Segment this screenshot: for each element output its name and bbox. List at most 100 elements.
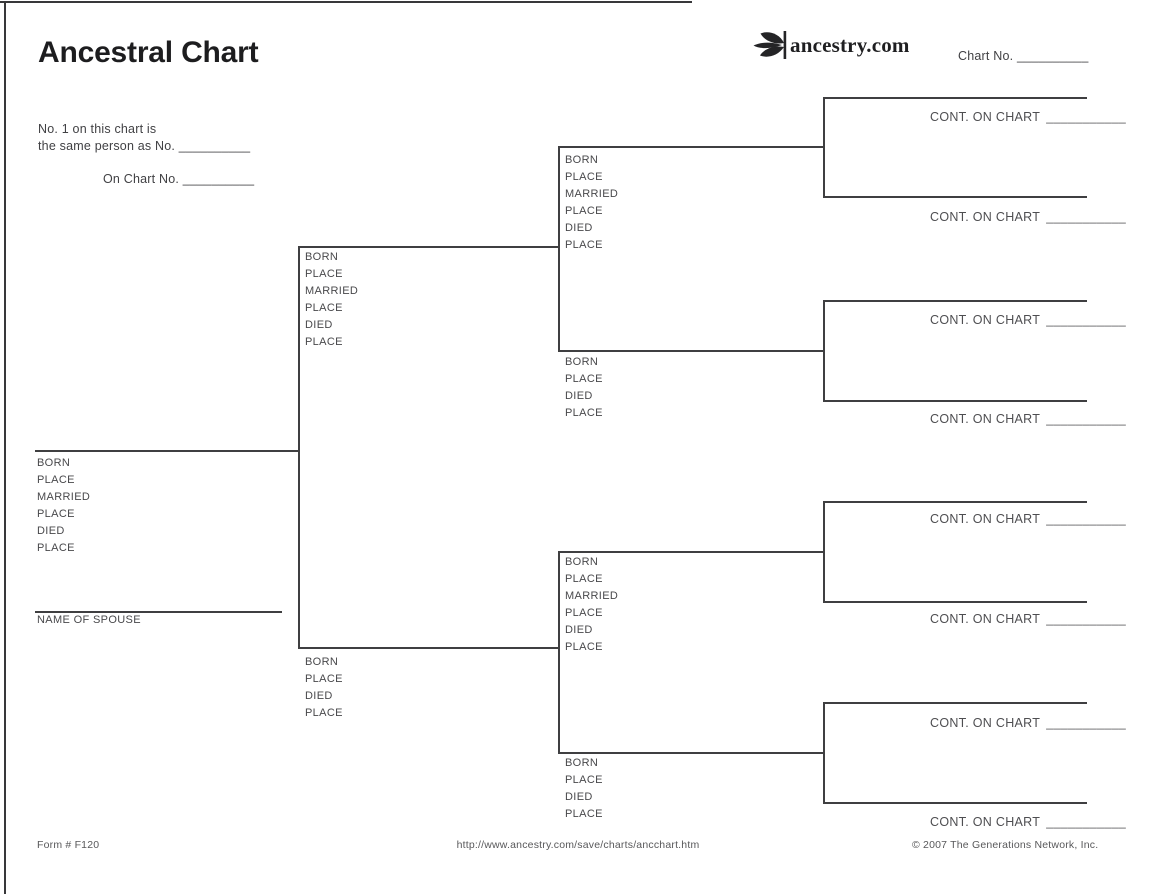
cont-on-chart-label: CONT. ON CHART	[930, 210, 1041, 224]
field-label: PLACE	[565, 808, 603, 820]
field-label: BORN	[305, 251, 339, 263]
cont-on-chart-entry-3: CONT. ON CHART ___________	[930, 313, 1126, 327]
maternal-bracket-line	[558, 551, 560, 753]
field-label: BORN	[305, 656, 339, 668]
maternal-grandmother-fields: BORN PLACE DIED PLACE	[565, 755, 603, 823]
form-number: Form # F120	[37, 839, 100, 851]
field-label: PLACE	[565, 373, 603, 385]
paternal-grandfather-name-line	[558, 146, 824, 148]
cont-on-chart-blank: ___________	[1046, 110, 1127, 124]
paternal-grandmother-name-line	[558, 350, 824, 352]
field-label: PLACE	[305, 707, 343, 719]
page-left-edge	[4, 2, 6, 894]
maternal-grandfather-name-line	[558, 551, 824, 553]
gen4-bracket-line-3	[823, 501, 825, 602]
page-top-edge	[0, 1, 692, 3]
cont-name-line-4	[823, 400, 1087, 402]
paternal-grandfather-fields: BORN PLACE MARRIED PLACE DIED PLACE	[565, 152, 618, 254]
on-chart-no-field: On Chart No. __________	[103, 172, 255, 186]
cont-on-chart-label: CONT. ON CHART	[930, 612, 1041, 626]
paternal-grandmother-fields: BORN PLACE DIED PLACE	[565, 354, 603, 422]
maternal-grandmother-name-line	[558, 752, 824, 754]
field-label: PLACE	[565, 407, 603, 419]
cont-on-chart-entry-5: CONT. ON CHART ___________	[930, 512, 1126, 526]
father-name-line	[298, 246, 559, 248]
person1-fields: BORN PLACE MARRIED PLACE DIED PLACE	[37, 455, 90, 557]
field-label: DIED	[565, 624, 593, 636]
field-label: MARRIED	[565, 188, 619, 200]
field-label: DIED	[37, 525, 65, 537]
cont-on-chart-blank: ___________	[1046, 815, 1127, 829]
copyright-notice: © 2007 The Generations Network, Inc.	[912, 839, 1099, 851]
spouse-name-line	[35, 611, 282, 613]
cont-on-chart-entry-4: CONT. ON CHART ___________	[930, 412, 1126, 426]
field-label: MARRIED	[305, 285, 359, 297]
cont-name-line-2	[823, 196, 1087, 198]
reference-note-line1: No. 1 on this chart is	[38, 122, 157, 136]
cont-on-chart-label: CONT. ON CHART	[930, 313, 1041, 327]
field-label: PLACE	[565, 239, 603, 251]
cont-on-chart-label: CONT. ON CHART	[930, 110, 1041, 124]
field-label: BORN	[565, 556, 599, 568]
mother-name-line	[298, 647, 559, 649]
cont-name-line-8	[823, 802, 1087, 804]
cont-on-chart-label: CONT. ON CHART	[930, 412, 1041, 426]
field-label: PLACE	[37, 542, 75, 554]
leaf-sprig-icon	[752, 30, 789, 60]
field-label: PLACE	[565, 774, 603, 786]
cont-on-chart-entry-6: CONT. ON CHART ___________	[930, 612, 1126, 626]
cont-name-line-5	[823, 501, 1087, 503]
logo-wordmark: ancestry.com	[790, 32, 910, 57]
cont-on-chart-entry-2: CONT. ON CHART ___________	[930, 210, 1126, 224]
gen4-bracket-line-4	[823, 702, 825, 803]
field-label: DIED	[305, 690, 333, 702]
cont-on-chart-blank: ___________	[1046, 210, 1127, 224]
field-label: PLACE	[565, 641, 603, 653]
cont-on-chart-entry-1: CONT. ON CHART ___________	[930, 110, 1126, 124]
field-label: DIED	[305, 319, 333, 331]
field-label: MARRIED	[37, 491, 91, 503]
cont-on-chart-blank: ___________	[1046, 612, 1127, 626]
cont-on-chart-entry-8: CONT. ON CHART ___________	[930, 815, 1126, 829]
person1-name-line	[35, 450, 299, 452]
field-label: PLACE	[305, 673, 343, 685]
field-label: PLACE	[565, 573, 603, 585]
cont-on-chart-label: CONT. ON CHART	[930, 815, 1041, 829]
cont-name-line-3	[823, 300, 1087, 302]
field-label: PLACE	[565, 205, 603, 217]
field-label: PLACE	[305, 336, 343, 348]
field-label: DIED	[565, 390, 593, 402]
ancestry-logo: ancestry.com	[752, 30, 910, 60]
cont-on-chart-blank: ___________	[1046, 716, 1127, 730]
footer-url: http://www.ancestry.com/save/charts/ancc…	[456, 839, 700, 851]
field-label: BORN	[565, 154, 599, 166]
chart-no-field: Chart No. __________	[958, 49, 1089, 63]
cont-on-chart-entry-7: CONT. ON CHART ___________	[930, 716, 1126, 730]
field-label: BORN	[37, 457, 71, 469]
cont-name-line-1	[823, 97, 1087, 99]
field-label: PLACE	[305, 302, 343, 314]
cont-on-chart-blank: ___________	[1046, 512, 1127, 526]
cont-name-line-7	[823, 702, 1087, 704]
field-label: DIED	[565, 222, 593, 234]
cont-on-chart-label: CONT. ON CHART	[930, 512, 1041, 526]
mother-fields: BORN PLACE DIED PLACE	[305, 654, 343, 722]
field-label: BORN	[565, 757, 599, 769]
field-label: BORN	[565, 356, 599, 368]
father-fields: BORN PLACE MARRIED PLACE DIED PLACE	[305, 249, 358, 351]
maternal-grandfather-fields: BORN PLACE MARRIED PLACE DIED PLACE	[565, 554, 618, 656]
field-label: NAME OF SPOUSE	[37, 614, 141, 626]
cont-on-chart-label: CONT. ON CHART	[930, 716, 1041, 730]
field-label: PLACE	[37, 508, 75, 520]
paternal-bracket-line	[558, 146, 560, 351]
cont-on-chart-blank: ___________	[1046, 412, 1127, 426]
reference-note-line2: the same person as No. __________	[38, 139, 251, 153]
field-label: DIED	[565, 791, 593, 803]
field-label: PLACE	[565, 607, 603, 619]
gen1-bracket-line	[298, 246, 300, 648]
field-label: PLACE	[37, 474, 75, 486]
field-label: PLACE	[305, 268, 343, 280]
field-label: PLACE	[565, 171, 603, 183]
cont-on-chart-blank: ___________	[1046, 313, 1127, 327]
spouse-label: NAME OF SPOUSE	[37, 612, 141, 629]
